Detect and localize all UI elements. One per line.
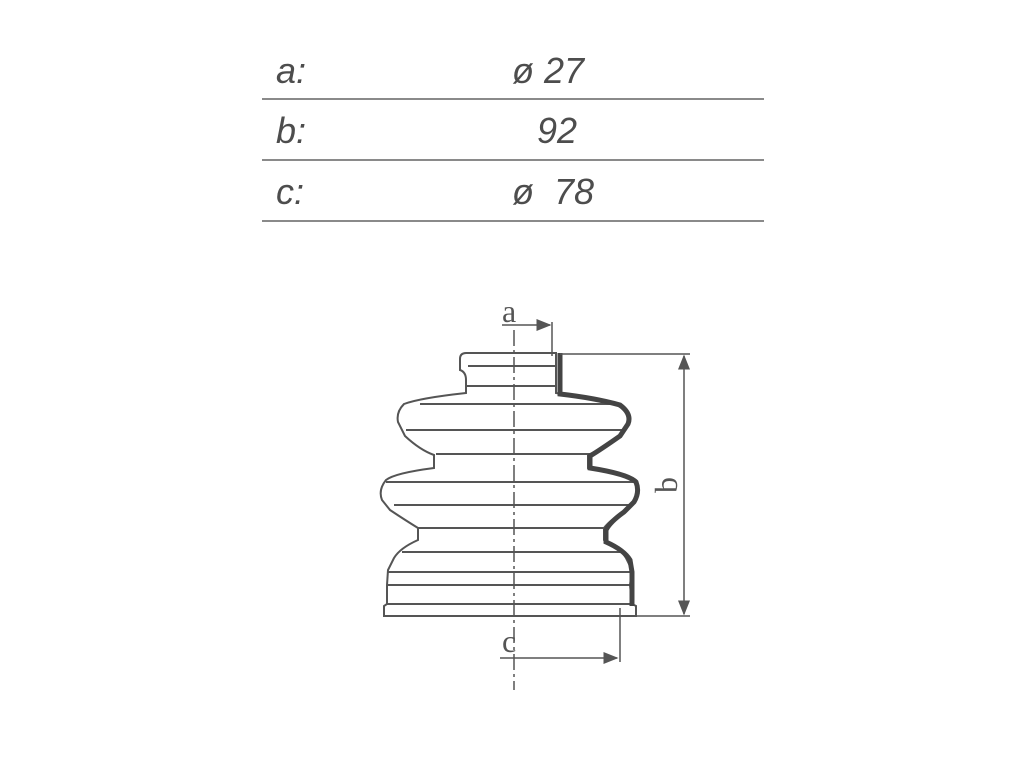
dimension-b	[560, 353, 690, 617]
dimension-table: a: ø 27 b: 92 c: ø 78	[262, 40, 764, 222]
boot-outline	[379, 352, 639, 617]
dimension-label: b:	[276, 110, 307, 151]
boot-wall-section	[557, 353, 641, 606]
boot-right-profile	[514, 352, 639, 617]
dimension-value: ø 27	[512, 50, 585, 91]
dimension-row-a: a: ø 27	[262, 40, 764, 100]
dimension-letter-a: a	[502, 293, 516, 329]
dimension-row-c: c: ø 78	[262, 161, 764, 222]
dimension-label: a:	[276, 50, 307, 91]
dimension-letter-c: c	[502, 623, 516, 659]
dimension-a	[502, 319, 553, 356]
boot-left-profile	[379, 352, 514, 617]
dimension-value: ø 78	[512, 171, 595, 212]
dimension-letter-b: b	[648, 477, 684, 493]
dimension-row-b: b: 92	[262, 100, 764, 161]
dimension-label: c:	[276, 171, 305, 212]
dimension-value: 92	[537, 110, 578, 151]
dimension-c	[500, 608, 621, 664]
